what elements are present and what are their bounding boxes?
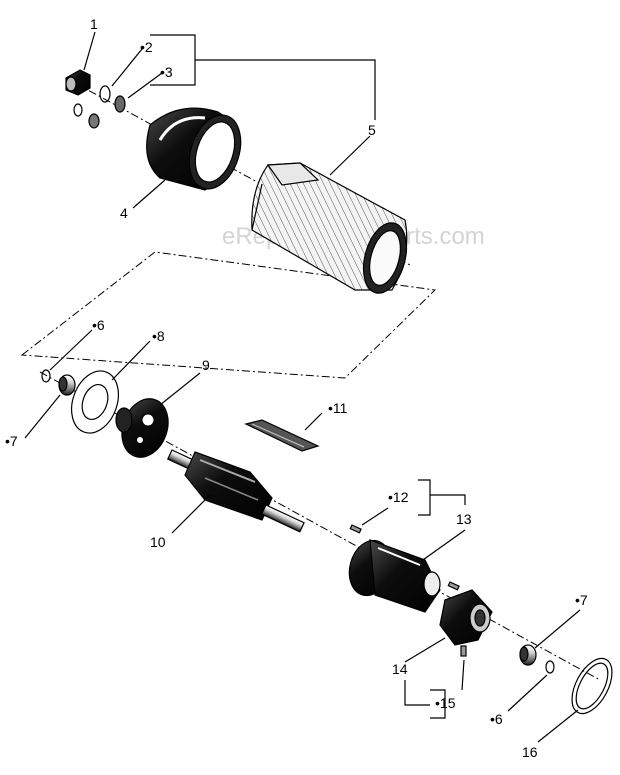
callout-15: •15 bbox=[435, 695, 456, 711]
callout-labels: 1 •2 •3 4 5 •6 •7 •8 9 10 •11 •12 13 14 … bbox=[5, 16, 588, 760]
callout-4: 4 bbox=[120, 205, 128, 221]
part-4-end-cap bbox=[146, 107, 242, 191]
callout-13: 13 bbox=[456, 511, 472, 527]
callout-7-upper: •7 bbox=[5, 433, 18, 449]
part-5-cylinder bbox=[251, 162, 408, 294]
callout-14: 14 bbox=[392, 661, 408, 677]
part-16-o-ring bbox=[571, 657, 613, 715]
group-boundary bbox=[20, 251, 437, 379]
callout-3: •3 bbox=[160, 64, 173, 80]
part-6-ring-upper bbox=[41, 369, 51, 383]
callout-6-lower: •6 bbox=[490, 711, 503, 727]
part-14-rear-plate bbox=[439, 589, 493, 646]
part-7-bearing-upper bbox=[58, 374, 76, 396]
part-3-screen bbox=[88, 95, 126, 129]
callout-5: 5 bbox=[368, 122, 376, 138]
callout-2: •2 bbox=[140, 39, 153, 55]
part-8-gasket bbox=[71, 370, 119, 434]
part-2-retaining-ring bbox=[73, 85, 111, 117]
part-15-pin bbox=[460, 645, 467, 657]
lower-assembly-axis bbox=[39, 371, 601, 681]
part-10-rotor bbox=[166, 449, 305, 533]
callout-9: 9 bbox=[202, 357, 210, 373]
callout-6-upper: •6 bbox=[92, 317, 105, 333]
leader-lines bbox=[24, 31, 581, 743]
part-6-ring-lower bbox=[545, 660, 555, 674]
callout-8: •8 bbox=[152, 328, 165, 344]
part-13-rear-cylinder bbox=[348, 539, 441, 613]
callout-16: 16 bbox=[522, 744, 538, 760]
callout-11: •11 bbox=[328, 400, 348, 416]
part-1-inlet-fitting bbox=[65, 69, 91, 96]
callout-1: 1 bbox=[90, 16, 98, 32]
part-12-pins bbox=[349, 524, 460, 591]
callout-10: 10 bbox=[150, 534, 166, 550]
part-7-bearing-lower bbox=[519, 644, 537, 666]
callout-7-lower: •7 bbox=[575, 592, 588, 608]
callout-12: •12 bbox=[388, 489, 409, 505]
part-11-vane bbox=[244, 419, 320, 452]
part-9-end-plate bbox=[115, 398, 169, 458]
